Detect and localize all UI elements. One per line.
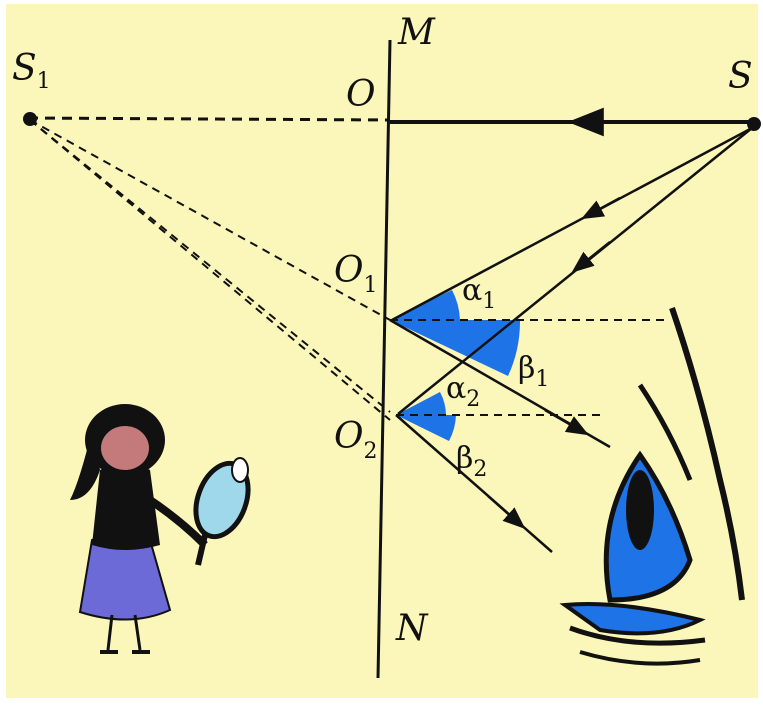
label-o2-sub: 2 (364, 439, 378, 464)
label-s1: S1 (12, 48, 51, 94)
label-beta1-base: β (518, 351, 535, 386)
mirror-line (376, 39, 392, 679)
point-s1 (23, 112, 37, 126)
reflected-ray-1-arrow (544, 408, 589, 436)
image-line-s1-o (27, 116, 391, 122)
label-beta2-base: β (456, 441, 473, 476)
image-line-s1-o2a (29, 119, 391, 413)
label-n: N (395, 608, 429, 649)
label-s: S (728, 56, 753, 97)
label-o1-base: O (334, 250, 364, 291)
label-o1: O1 (334, 250, 378, 298)
girl-with-mirror-illustration (70, 404, 251, 654)
label-o: O (346, 74, 376, 115)
label-o2-base: O (334, 416, 364, 457)
label-alpha2: α2 (446, 371, 480, 412)
label-beta1-sub: 1 (535, 367, 549, 392)
reflected-ray-2-arrow (487, 495, 526, 529)
reflected-ray-2 (395, 414, 553, 553)
incident-ray-1 (391, 126, 753, 322)
eye-illustration (559, 307, 745, 666)
angle-alpha2-fill (396, 392, 446, 415)
label-s1-base: S (12, 48, 37, 89)
angle-beta1-fill (390, 320, 521, 376)
label-m: M (397, 12, 436, 53)
label-s1-sub: 1 (37, 69, 51, 94)
label-o1-sub: 1 (364, 273, 378, 298)
angle-beta2-fill (396, 415, 456, 441)
label-beta2: β2 (456, 441, 487, 482)
label-beta2-sub: 2 (473, 457, 487, 482)
label-beta1: β1 (518, 351, 549, 392)
label-alpha1-base: α (462, 273, 482, 308)
label-o2: O2 (334, 416, 378, 464)
incident-ray-1-arrow (581, 196, 621, 220)
label-alpha1: α1 (462, 273, 496, 314)
point-s (747, 117, 761, 131)
image-line-s1-o1 (29, 119, 391, 321)
label-alpha2-base: α (446, 371, 466, 406)
label-alpha1-sub: 1 (482, 289, 496, 314)
label-alpha2-sub: 2 (466, 387, 480, 412)
incident-ray-2-arrow (571, 241, 611, 273)
